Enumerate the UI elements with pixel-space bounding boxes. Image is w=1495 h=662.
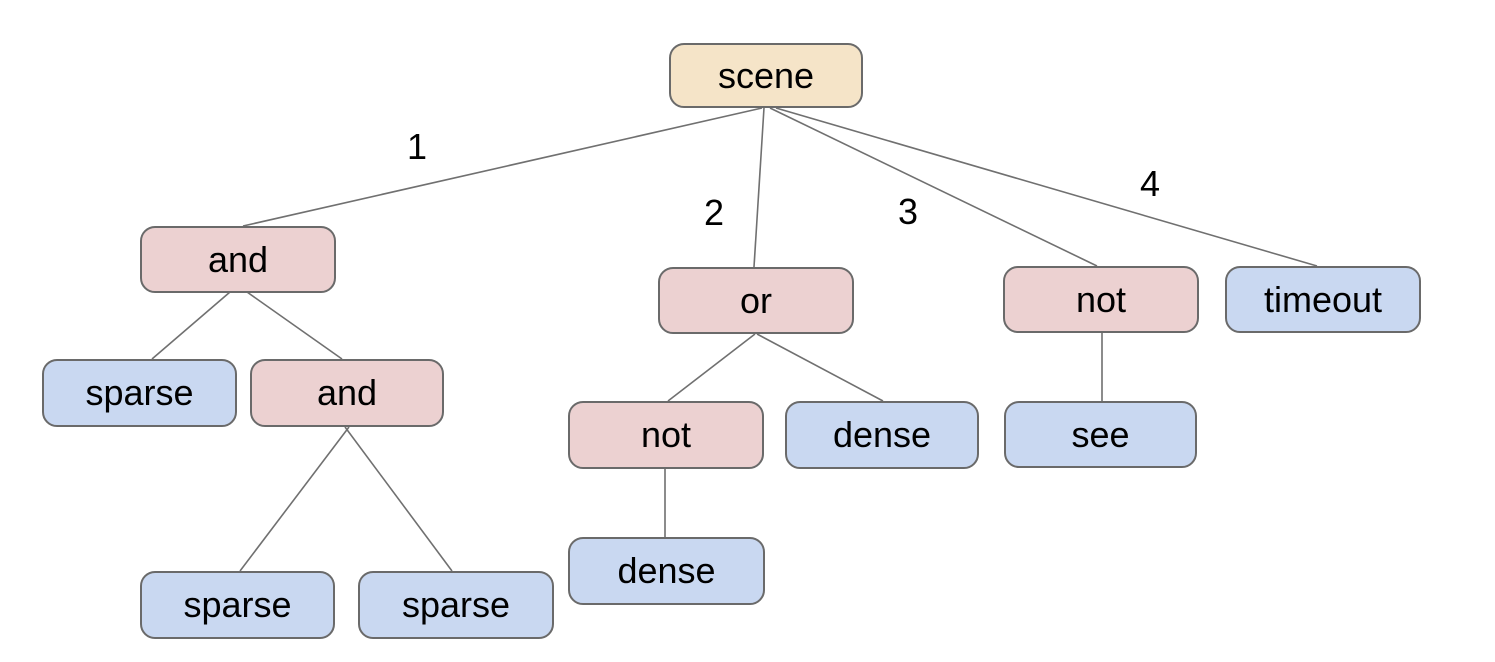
node-label: and — [207, 238, 269, 280]
node-label: not — [1075, 278, 1127, 320]
edge-scene-timeout-1 — [775, 107, 1318, 267]
tree-node-not-1: not — [1003, 266, 1199, 333]
node-label: dense — [832, 414, 932, 455]
tree-node-or-1: or — [658, 267, 854, 334]
tree-node-and-1: and — [140, 226, 336, 293]
edge-label-4: 4 — [1139, 163, 1161, 204]
edge-or-1-not-2 — [667, 333, 756, 402]
edge-or-1-dense-1 — [756, 333, 884, 402]
tree-node-sparse-1: sparse — [42, 359, 237, 427]
node-label: scene — [717, 54, 815, 96]
node-label: timeout — [1263, 278, 1383, 320]
tree-node-sparse-3: sparse — [358, 571, 554, 639]
edge-scene-or-1 — [753, 107, 765, 268]
node-label: see — [1071, 413, 1130, 455]
tree-node-dense-1: dense — [785, 401, 979, 469]
node-label: sparse — [183, 584, 292, 625]
edge-label-2: 2 — [703, 192, 725, 233]
node-label: and — [316, 372, 378, 413]
node-label: dense — [617, 550, 716, 591]
edge-label-3: 3 — [897, 191, 919, 232]
edge-label-1: 1 — [406, 126, 428, 167]
tree-node-dense-2: dense — [568, 537, 765, 605]
node-label: sparse — [401, 584, 511, 625]
tree-node-see: see — [1004, 401, 1197, 468]
tree-node-not-2: not — [568, 401, 764, 469]
edge-and-1-and-2 — [246, 291, 343, 360]
tree-node-scene: scene — [669, 43, 863, 108]
tree-node-and-2: and — [250, 359, 444, 427]
edge-and-2-sparse-2 — [239, 426, 350, 572]
node-label: not — [640, 414, 692, 455]
node-label: or — [739, 279, 772, 321]
tree-node-timeout: timeout — [1225, 266, 1421, 333]
edge-scene-and-1 — [242, 107, 763, 227]
edge-and-2-sparse-3 — [344, 426, 453, 572]
tree-node-sparse-2: sparse — [140, 571, 335, 639]
edge-scene-not-1 — [769, 107, 1098, 267]
edge-and-1-sparse-1 — [151, 291, 231, 360]
node-label: sparse — [85, 372, 194, 413]
